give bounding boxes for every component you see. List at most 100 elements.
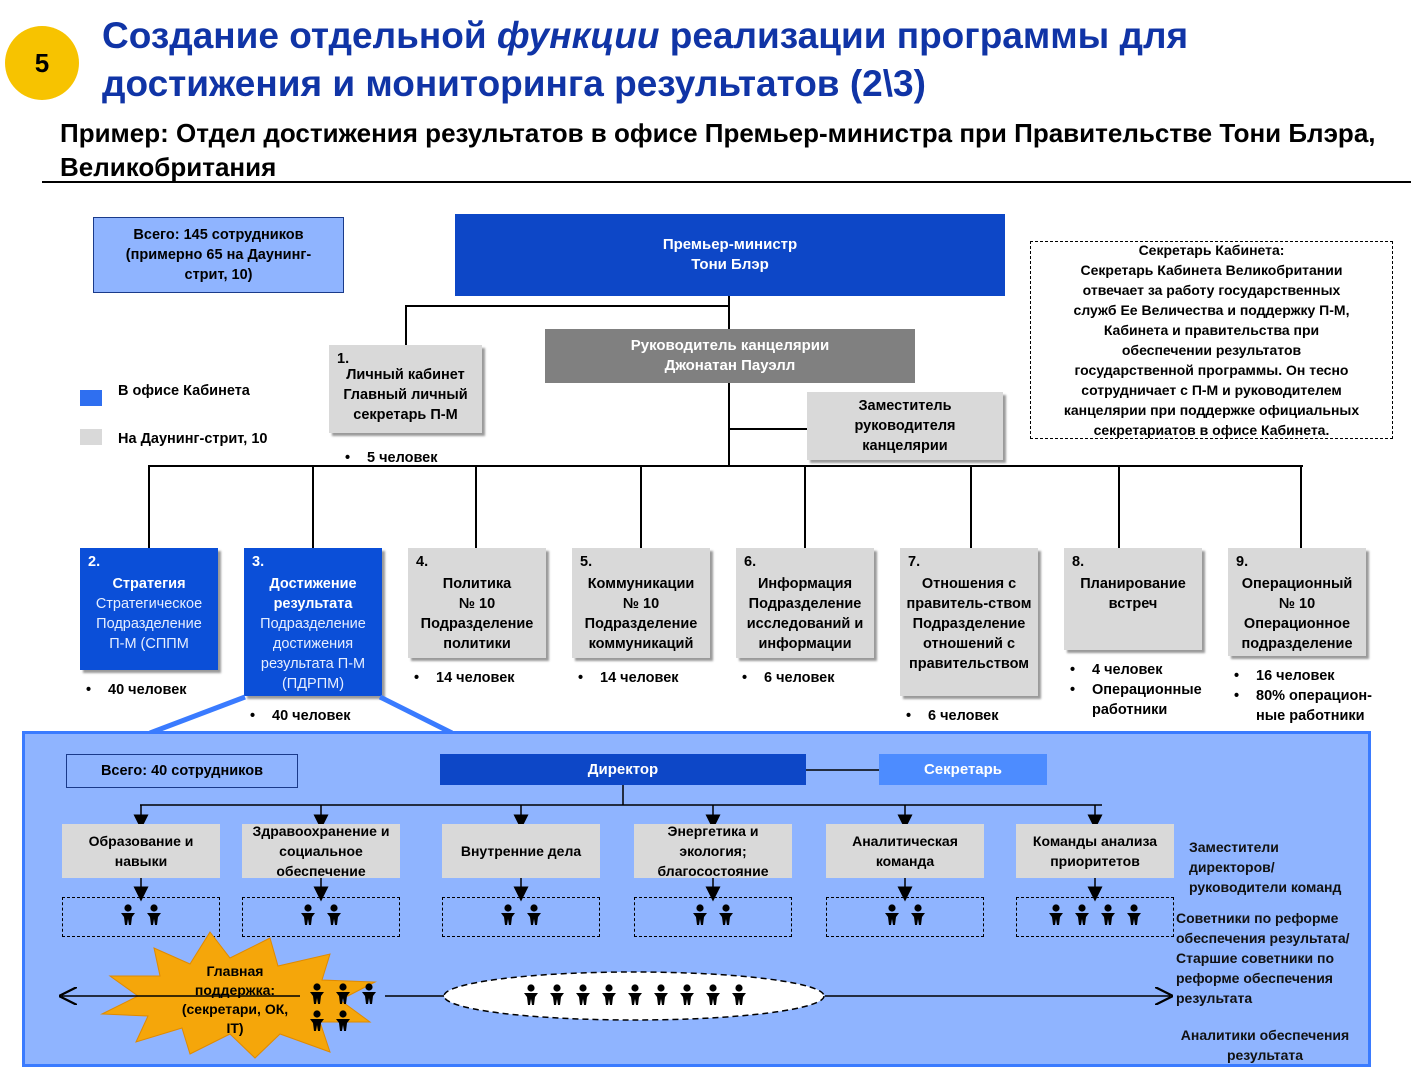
person-icon [333, 1010, 353, 1037]
cabinet-secretary-line: обеспечении результатов [1121, 342, 1302, 358]
unit-staff: •6 человек [742, 670, 835, 686]
unit-line: правительством [908, 656, 1030, 672]
person-icon [729, 983, 749, 1011]
team-advisors [242, 897, 400, 937]
person-icon [882, 903, 902, 931]
unit-staff: •16 человек•80% операцион-ные работники [1234, 668, 1372, 724]
person-icon [118, 903, 138, 931]
secretary-box: Секретарь [879, 754, 1047, 785]
cabinet-secretary-note: Секретарь Кабинета: Секретарь Кабинета В… [1030, 241, 1393, 439]
person-icon [908, 903, 928, 931]
person-icon [524, 903, 544, 931]
unit-number: 2. [88, 554, 101, 570]
unit-line: Подразделение [96, 616, 202, 632]
unit-box: 8.Планирование встреч [1064, 548, 1202, 650]
unit-line: результата П-М [260, 656, 366, 672]
team-advisors [1016, 897, 1174, 937]
unit-line: коммуникаций [588, 636, 694, 652]
team-box: Здравоохранение и социальное обеспечение [242, 823, 400, 879]
unit-line: достижения [272, 636, 354, 652]
unit-line: отношений с [922, 636, 1016, 652]
unit-line: Подразделение [912, 616, 1026, 632]
title-divider [42, 181, 1411, 183]
cabinet-secretary-line: канцелярии при поддержке официальных [1063, 402, 1360, 418]
unit-line: исследований и [746, 616, 864, 632]
director-box: Директор [440, 754, 806, 785]
person-icon [1046, 903, 1066, 931]
team-box: Энергетика и экология; благосостояние [634, 823, 792, 879]
support-people [304, 983, 388, 1037]
unit-staff: •4 человек•Операционные работники [1070, 662, 1202, 718]
analyst-people [460, 983, 810, 1011]
legend-swatch-downing [80, 429, 102, 445]
person-icon [547, 983, 567, 1011]
team-advisors [62, 897, 220, 937]
unit-title: Политика [442, 576, 512, 592]
unit-line: Подразделение [748, 596, 862, 612]
person-icon [144, 903, 164, 931]
team-box: Внутренние дела [442, 824, 600, 878]
person-icon [521, 983, 541, 1011]
unit-staff: •40 человек [250, 708, 351, 724]
unit-title: Информация [757, 576, 853, 592]
team-advisors [826, 897, 984, 937]
unit-staff: •40 человек [86, 682, 187, 698]
unit-title: Планирование встреч [1080, 576, 1186, 612]
unit-line: (ПДРПМ) [281, 676, 345, 692]
pmdu-total-box: Всего: 40 сотрудников [66, 754, 298, 788]
unit-number: 4. [416, 554, 429, 570]
cabinet-secretary-line: Секретарь Кабинета Великобритании [1080, 262, 1343, 278]
unit-number: 9. [1236, 554, 1249, 570]
unit-title: Операционный [1241, 576, 1353, 592]
cabinet-secretary-line: отвечает за работу государственных [1082, 282, 1341, 298]
cabinet-secretary-line: Кабинета и правительства при [1103, 322, 1320, 338]
legend-swatch-cabinet [80, 390, 102, 406]
team-box: Команды анализа приоритетов [1016, 824, 1174, 878]
unit-title: Стратегия [112, 576, 186, 592]
legend-label-downing: На Даунинг-стрит, 10 [118, 431, 268, 447]
unit-staff: •6 человек [906, 708, 999, 724]
unit-title: Отношения с правитель-ством [906, 576, 1032, 612]
team-advisors [442, 897, 600, 937]
unit-line: Операционное [1243, 616, 1351, 632]
role-deputies-label: Заместители директоров/ руководители ком… [1189, 839, 1342, 895]
person-icon [359, 983, 379, 1010]
unit-line: Подразделение [584, 616, 698, 632]
person-icon [1072, 903, 1092, 931]
person-icon [1098, 903, 1118, 931]
unit-line: Стратегическое [95, 596, 203, 612]
unit-line: П-М (СППМ [109, 636, 189, 652]
person-icon [716, 903, 736, 931]
slide-number-badge: 5 [5, 26, 79, 100]
person-icon [625, 983, 645, 1011]
team-box: Образование и навыки [62, 824, 220, 878]
slide-title: Создание отдельной функции реализации пр… [102, 15, 1189, 104]
unit-staff: •14 человек [414, 670, 515, 686]
person-icon [651, 983, 671, 1011]
person-icon [690, 903, 710, 931]
person-icon [298, 903, 318, 931]
unit-line: № 10 [458, 596, 496, 612]
person-icon [307, 983, 327, 1010]
team-advisors [634, 897, 792, 937]
person-icon [333, 983, 353, 1010]
unit-line: № 10 [622, 596, 660, 612]
cabinet-secretary-line: секретариатов в офисе Кабинета. [1093, 422, 1330, 438]
role-advisors-label: Советники по реформе обеспечения результ… [1176, 910, 1350, 1006]
unit-number: 3. [252, 554, 265, 570]
person-icon [307, 1010, 327, 1037]
unit-number: 5. [580, 554, 593, 570]
unit-staff: •14 человек [578, 670, 679, 686]
total-staff-box: Всего: 145 сотрудников(примерно 65 на Да… [93, 217, 344, 293]
cabinet-secretary-line: служб Ее Величества и поддержку П-М, [1073, 302, 1350, 318]
person-icon [324, 903, 344, 931]
